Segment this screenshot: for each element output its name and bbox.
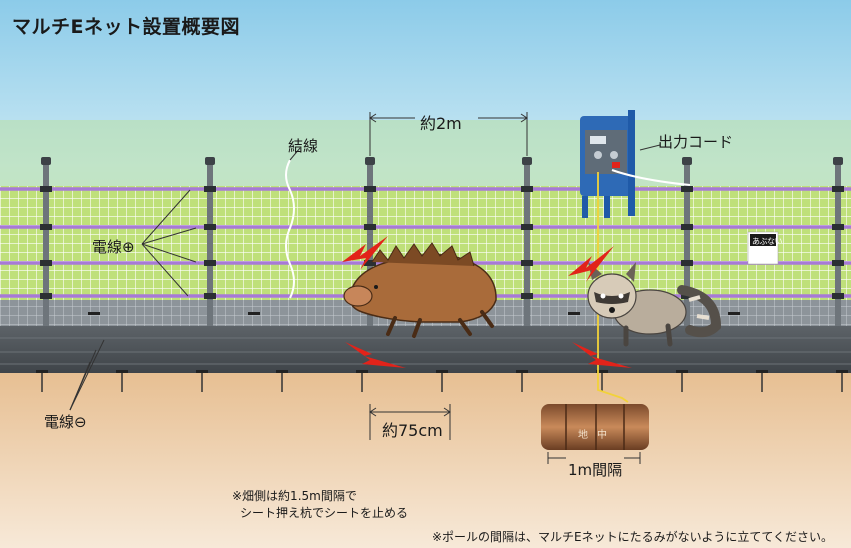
fence-post (204, 157, 216, 326)
soil (0, 372, 851, 548)
danger-sign-label: あぶない (752, 237, 783, 246)
output-cord-leader (639, 144, 661, 151)
fence-post (832, 157, 844, 326)
fence-post (40, 157, 52, 326)
output-cord-wire (611, 169, 691, 186)
ground-rods (541, 404, 649, 450)
diagram-title: マルチEネット設置概要図 (12, 16, 240, 38)
sheet-stripes (0, 337, 851, 365)
stake-depth-label: 約75cm (382, 421, 443, 440)
post-spacing-label: 約2m (420, 114, 462, 133)
danger-sign (747, 231, 779, 265)
binding-wire-label: 結線 (288, 137, 319, 155)
pole-spacing-note: ※ポールの間隔は、マルチEネットにたるみがないように立ててください。 (432, 530, 834, 544)
stakes (41, 373, 843, 392)
wild-boar (343, 242, 497, 338)
binding-leader (289, 147, 301, 161)
spacing-dimension (369, 112, 528, 156)
shock-bolts (342, 236, 632, 368)
minus-wire-leaders (69, 339, 105, 411)
minus-wire-label: 電線⊖ (44, 413, 87, 431)
distant-field (0, 120, 851, 190)
underground-label: 地中 (578, 430, 616, 441)
fence-post (521, 157, 533, 326)
ground-rod-spacing-label: 1m間隔 (568, 461, 623, 479)
binding-wire (285, 159, 295, 299)
sheet-pegs (36, 312, 848, 373)
plus-wire-leaders (141, 189, 197, 297)
plus-wire-label: 電線⊕ (92, 238, 135, 256)
field-side-note-line1: ※畑側は約1.5m間隔で (232, 489, 357, 503)
fence-posts (40, 157, 844, 326)
field-side-note-line2: シート押え杭でシートを止める (240, 506, 409, 520)
energizer-unit (580, 110, 635, 218)
ground-sheet (0, 326, 851, 373)
depth-dimension (369, 404, 451, 440)
output-cord-label: 出力コード (658, 133, 734, 151)
raccoon (587, 262, 722, 347)
rod-spacing-dimension (547, 452, 641, 464)
field-side-note: ※畑側は約1.5m間隔で シート押え杭でシートを止める (232, 488, 408, 522)
